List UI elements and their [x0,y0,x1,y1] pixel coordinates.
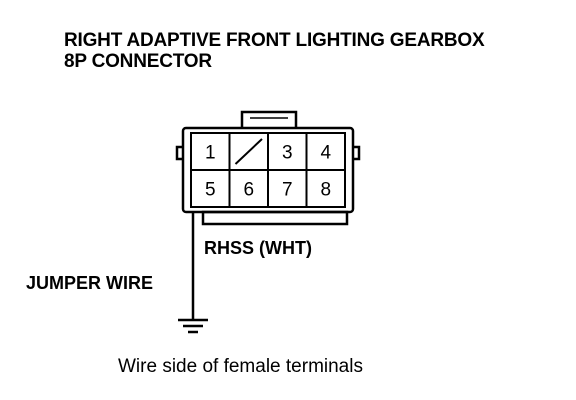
connector-pin-grid: 1 3 4 5 6 7 8 [190,132,346,208]
pin-cell-8 [305,169,346,208]
pin-label-8: 8 [320,180,331,201]
pin-label-5: 5 [205,180,216,201]
pin-label-3: 3 [282,143,293,164]
diagram-title: RIGHT ADAPTIVE FRONT LIGHTING GEARBOX 8P… [64,30,485,72]
jumper-wire-label: JUMPER WIRE [26,273,154,293]
unused-pin-slash [234,138,263,165]
pin-label-7: 7 [282,180,293,201]
title-line-1: RIGHT ADAPTIVE FRONT LIGHTING GEARBOX [64,30,485,51]
connector-lock-tab [240,110,298,128]
wire-harness-bar [201,210,349,226]
pin-label-4: 4 [320,143,331,164]
connector-side-notch-right [353,145,361,161]
wire-color-label: RHSS (WHT) [204,238,312,258]
connector-side-notch-left [175,145,183,161]
pin-label-6: 6 [243,180,254,201]
view-caption: Wire side of female terminals [118,356,363,377]
pin-label-1: 1 [205,143,216,164]
title-line-2: 8P CONNECTOR [64,51,212,72]
